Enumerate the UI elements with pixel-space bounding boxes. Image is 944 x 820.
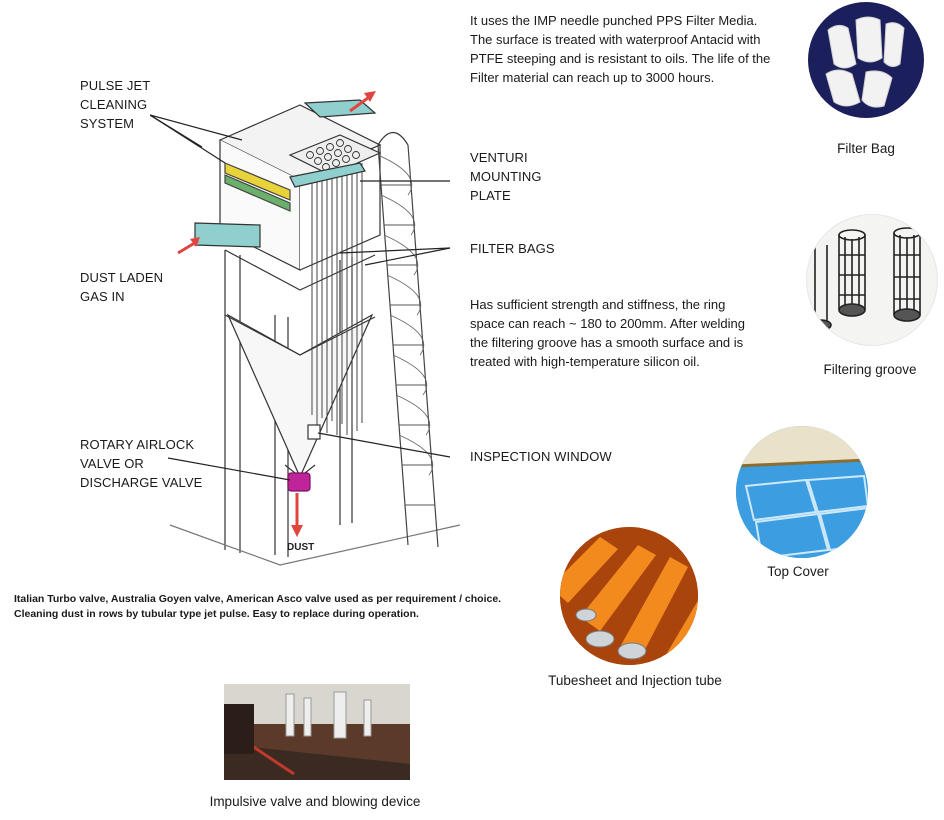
- label-venturi: VENTURI MOUNTING PLATE: [470, 148, 542, 205]
- caption-filtering-groove: Filtering groove: [823, 362, 917, 377]
- impulsive-valve-photo: [224, 684, 410, 780]
- valve-note: Italian Turbo valve, Australia Goyen val…: [14, 592, 554, 622]
- label-filter-bags: FILTER BAGS: [470, 241, 555, 256]
- label-rotary-airlock: ROTARY AIRLOCK VALVE OR DISCHARGE VALVE: [80, 435, 202, 492]
- media-description: It uses the IMP needle punched PPS Filte…: [470, 13, 771, 85]
- label-venturi-line2: MOUNTING: [470, 169, 542, 184]
- label-venturi-line3: PLATE: [470, 188, 511, 203]
- dust-label: DUST: [287, 542, 314, 553]
- caption-top-cover: Top Cover: [767, 564, 829, 579]
- caption-tubesheet: Tubesheet and Injection tube: [548, 673, 722, 688]
- baghouse-diagram: DUST: [150, 85, 470, 575]
- label-rotary-line3: DISCHARGE VALVE: [80, 475, 203, 490]
- label-rotary-line1: ROTARY AIRLOCK: [80, 437, 195, 452]
- label-pulse-jet-line3: SYSTEM: [80, 116, 135, 131]
- label-dust-laden-line1: DUST LADEN: [80, 270, 164, 285]
- groove-description: Has sufficient strength and stiffness, t…: [470, 297, 745, 369]
- valve-note-line2: Cleaning dust in rows by tubular type je…: [14, 608, 419, 620]
- valve-note-line1: Italian Turbo valve, Australia Goyen val…: [14, 593, 502, 605]
- tubesheet-photo: [560, 527, 698, 665]
- caption-impulsive: Impulsive valve and blowing device: [209, 794, 421, 809]
- filter-bag-photo: [808, 2, 924, 118]
- label-inspection-window: INSPECTION WINDOW: [470, 449, 612, 464]
- label-pulse-jet: PULSE JET CLEANING SYSTEM: [80, 76, 150, 133]
- label-pulse-jet-line2: CLEANING: [80, 97, 148, 112]
- label-dust-laden: DUST LADEN GAS IN: [80, 268, 163, 306]
- label-pulse-jet-line1: PULSE JET: [80, 78, 151, 93]
- label-venturi-line1: VENTURI: [470, 150, 528, 165]
- label-dust-laden-line2: GAS IN: [80, 289, 125, 304]
- filtering-groove-photo: [806, 214, 938, 346]
- top-cover-photo: [736, 426, 868, 558]
- caption-filter-bag: Filter Bag: [837, 141, 895, 156]
- label-rotary-line2: VALVE OR: [80, 456, 144, 471]
